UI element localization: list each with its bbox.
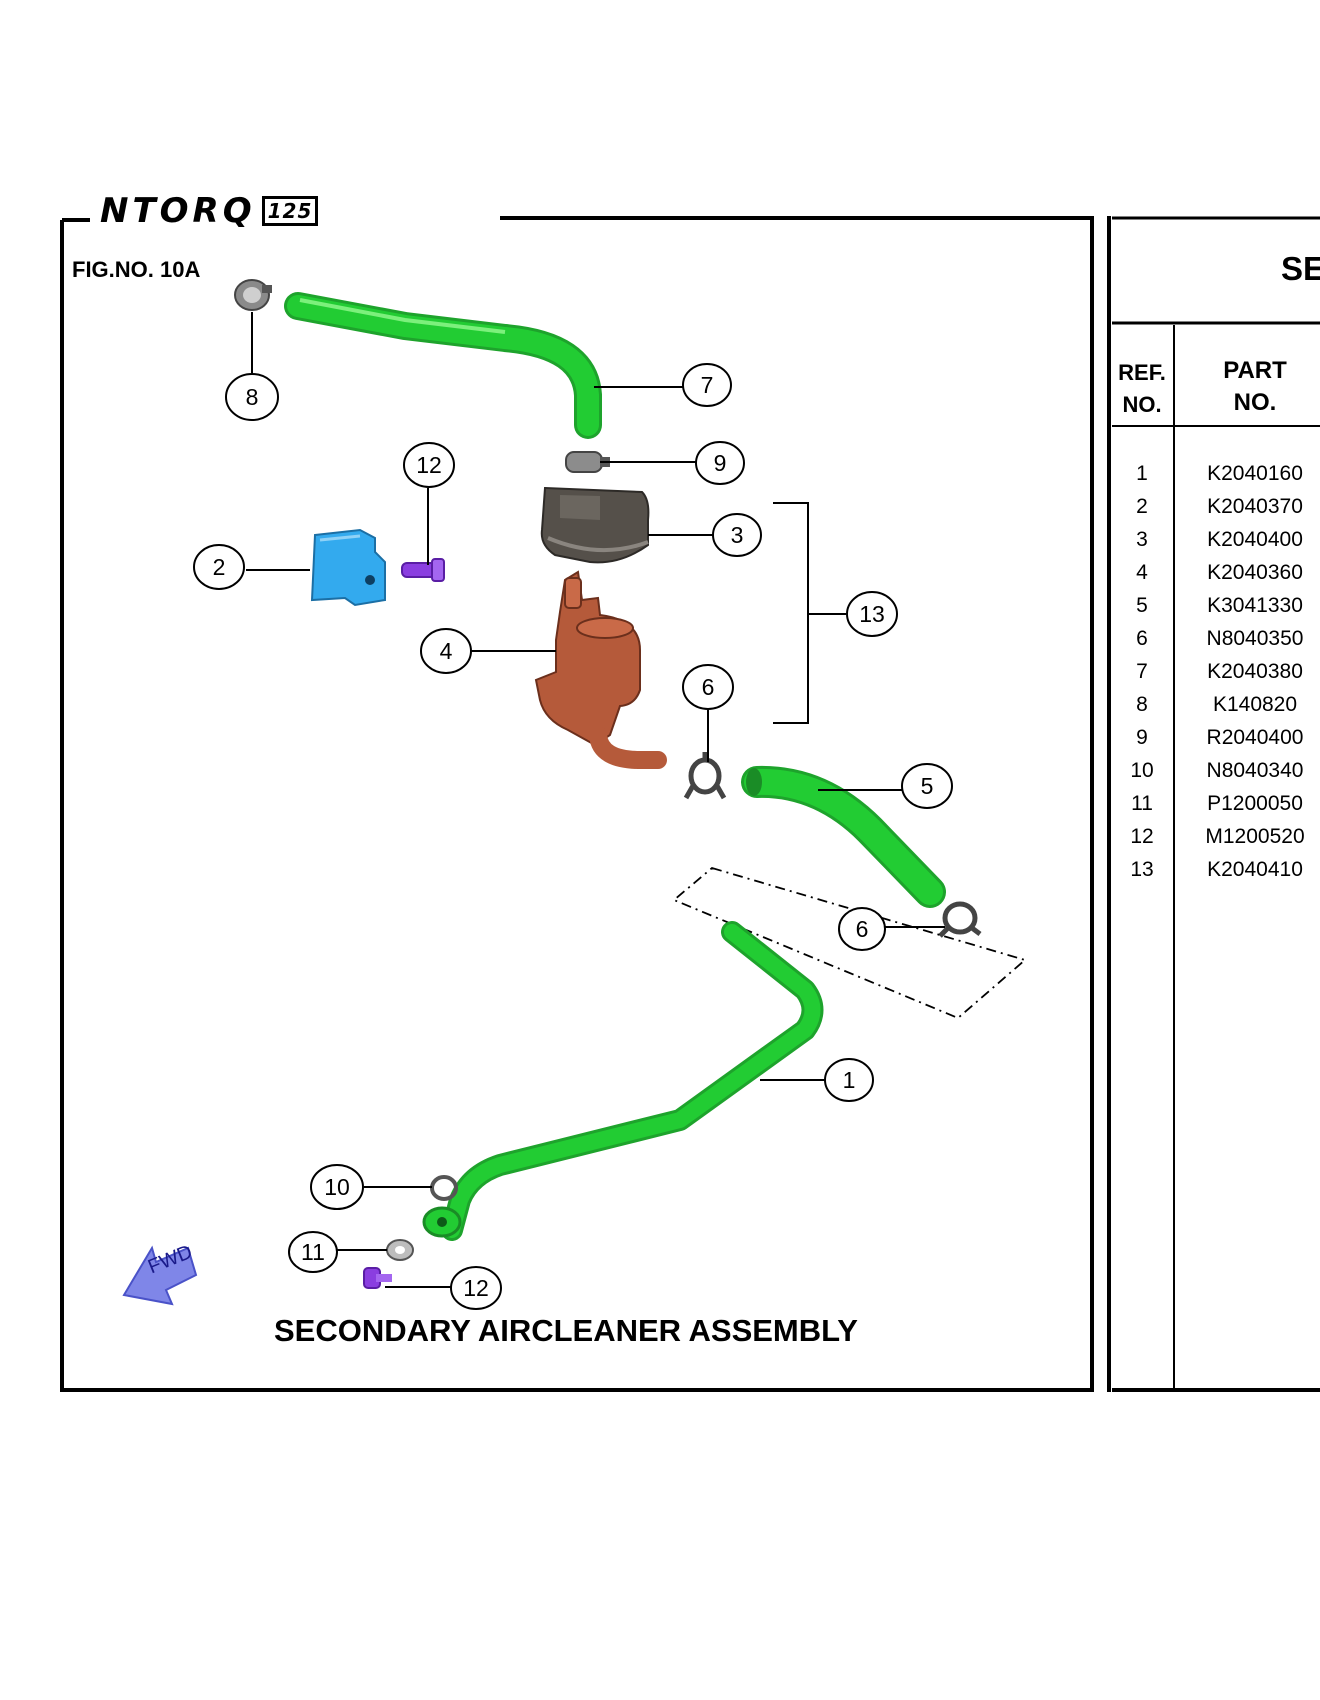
logo-text: NTORQ bbox=[100, 191, 256, 231]
part-5-hose bbox=[741, 765, 946, 908]
part-cell: K2040360 bbox=[1207, 561, 1303, 584]
callout-10-label: 10 bbox=[324, 1174, 350, 1200]
callout-9 bbox=[695, 441, 745, 485]
ref-cell: 7 bbox=[1136, 660, 1148, 683]
ref-cell: 13 bbox=[1130, 858, 1154, 881]
ref-cell: 5 bbox=[1136, 594, 1148, 617]
part-cell: K2040400 bbox=[1207, 528, 1303, 551]
assembly-title: SECONDARY AIRCLEANER ASSEMBLY bbox=[274, 1313, 858, 1348]
callout-12-lower-label: 12 bbox=[463, 1275, 489, 1301]
callout-2-label: 2 bbox=[213, 554, 226, 580]
ref-cell: 3 bbox=[1136, 528, 1148, 551]
ref-cell: 4 bbox=[1136, 561, 1148, 584]
ref-cell: 2 bbox=[1136, 495, 1148, 518]
part-header-line-1: PART bbox=[1223, 357, 1287, 384]
callouts bbox=[193, 363, 953, 1310]
part-cell: K2040380 bbox=[1207, 660, 1303, 683]
callout-13-label: 13 bbox=[859, 601, 885, 627]
callout-7-label: 7 bbox=[701, 372, 714, 398]
callout-6-upper bbox=[682, 664, 734, 710]
table-frame bbox=[1107, 216, 1320, 1392]
ref-cell: 12 bbox=[1130, 825, 1154, 848]
part-cell: N8040350 bbox=[1206, 627, 1304, 650]
parts-table-title: SE bbox=[1281, 250, 1320, 287]
part-12-bolt-lower bbox=[363, 1267, 392, 1289]
part-1-pipe bbox=[422, 921, 824, 1241]
callout-4 bbox=[420, 628, 472, 674]
part-3-cover bbox=[540, 486, 650, 564]
callout-4-label: 4 bbox=[440, 638, 453, 664]
callout-13 bbox=[846, 591, 898, 637]
part-cell: N8040340 bbox=[1206, 759, 1304, 782]
part-cell: K2040410 bbox=[1207, 858, 1303, 881]
figure-number: FIG.NO. 10A bbox=[72, 257, 201, 282]
diagram-frame bbox=[60, 216, 1094, 1392]
ref-cell: 8 bbox=[1136, 693, 1148, 716]
callout-7 bbox=[682, 363, 732, 407]
part-8-clamp bbox=[234, 279, 272, 311]
callout-6-lower-label: 6 bbox=[856, 916, 869, 942]
part-cell: K140820 bbox=[1212, 693, 1298, 716]
ref-header-line-2: NO. bbox=[1122, 392, 1162, 417]
callout-numbers: 1 2 3 4 5 6 6 7 8 9 10 11 12 12 13 bbox=[213, 372, 934, 1301]
callout-6-upper-label: 6 bbox=[702, 674, 715, 700]
ref-no-header: REF. NO. bbox=[1112, 357, 1172, 421]
logo-badge: 125 bbox=[261, 196, 319, 226]
part-cell: K2040370 bbox=[1207, 495, 1303, 518]
fwd-arrow-icon bbox=[122, 1245, 198, 1306]
callout-12-upper-label: 12 bbox=[416, 452, 442, 478]
part-12-bolt bbox=[401, 558, 445, 582]
callout-1 bbox=[824, 1058, 874, 1102]
callout-12-lower bbox=[450, 1266, 502, 1310]
ref-cell: 10 bbox=[1130, 759, 1154, 782]
part-7-hose bbox=[284, 292, 602, 439]
callout-3 bbox=[712, 513, 762, 557]
callout-2 bbox=[193, 544, 245, 590]
callout-1-label: 1 bbox=[843, 1067, 856, 1093]
ref-cell: 1 bbox=[1136, 462, 1148, 485]
part-header-line-2: NO. bbox=[1233, 389, 1277, 416]
callout-3-label: 3 bbox=[731, 522, 744, 548]
leader-lines bbox=[246, 312, 945, 1288]
part-no-header: PART NO. bbox=[1190, 355, 1320, 419]
callout-11 bbox=[288, 1231, 338, 1273]
part-cell: M1200520 bbox=[1205, 825, 1305, 848]
callout-9-label: 9 bbox=[714, 450, 727, 476]
ref-cell: 9 bbox=[1136, 726, 1148, 749]
callout-10 bbox=[310, 1164, 364, 1210]
ref-header-line-1: REF. bbox=[1118, 360, 1166, 385]
part-10-oring bbox=[430, 1175, 458, 1201]
ref-cell: 11 bbox=[1131, 792, 1153, 815]
callout-11-label: 11 bbox=[301, 1239, 325, 1265]
part-4-valve bbox=[534, 570, 667, 769]
part-cell: R2040400 bbox=[1206, 726, 1304, 749]
callout-12-upper bbox=[403, 442, 455, 488]
callout-8-label: 8 bbox=[246, 384, 259, 410]
part-11-washer bbox=[386, 1239, 414, 1261]
part-6-clamp-lower bbox=[938, 901, 982, 938]
part-cell: P1200050 bbox=[1207, 792, 1303, 815]
part-cell: K3041330 bbox=[1207, 594, 1303, 617]
callout-6-lower bbox=[838, 907, 886, 951]
callout-8 bbox=[225, 373, 279, 421]
callout-5-label: 5 bbox=[921, 773, 934, 799]
part-cell: K2040160 bbox=[1207, 462, 1303, 485]
part-2-bracket bbox=[310, 528, 386, 607]
ref-cell: 6 bbox=[1136, 627, 1148, 650]
callout-5 bbox=[901, 763, 953, 809]
part-6-clamp-upper bbox=[683, 752, 727, 800]
